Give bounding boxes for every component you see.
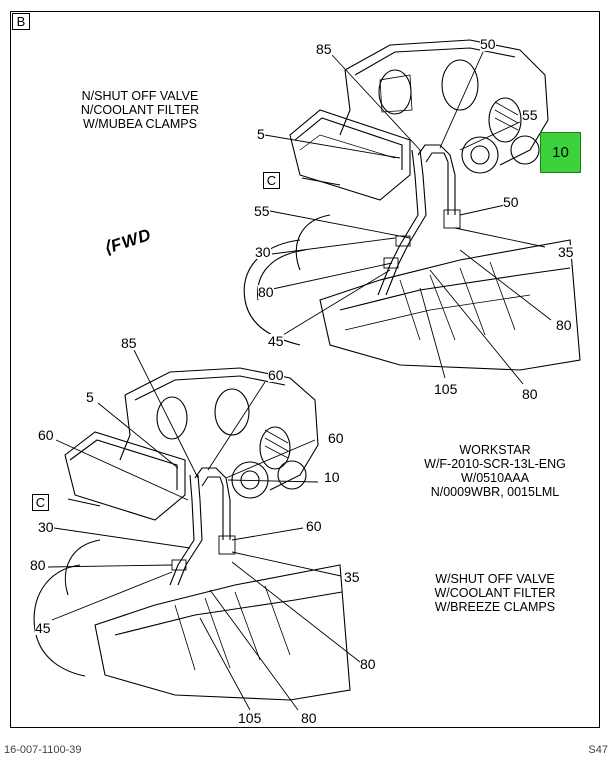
callout-top-80[interactable]: 80 xyxy=(258,284,274,300)
callout-bottom-5[interactable]: 5 xyxy=(86,389,94,405)
bottom-engine-drawing xyxy=(33,367,351,701)
callout-top-30[interactable]: 30 xyxy=(255,244,271,260)
view-reference-top: C xyxy=(263,172,280,189)
callout-top-55[interactable]: 55 xyxy=(522,107,538,123)
note-line: W/0510AAA xyxy=(460,471,530,485)
callout-top-55b[interactable]: 55 xyxy=(254,203,270,219)
page-code: S47 xyxy=(588,744,608,756)
top-engine-drawing xyxy=(243,39,581,371)
callout-bottom-30[interactable]: 30 xyxy=(38,519,54,535)
callout-bottom-105[interactable]: 105 xyxy=(238,710,262,726)
callout-top-50[interactable]: 50 xyxy=(480,36,496,52)
note-line: N/COOLANT FILTER xyxy=(80,103,200,117)
callout-top-50b[interactable]: 50 xyxy=(503,194,519,210)
figure-id: 16-007-1100-39 xyxy=(4,744,82,756)
note-line: N/SHUT OFF VALVE xyxy=(81,89,199,103)
highlighted-callout-10[interactable]: 10 xyxy=(540,132,581,173)
callout-bottom-60[interactable]: 60 xyxy=(268,367,284,383)
callout-top-85[interactable]: 85 xyxy=(316,41,332,57)
callout-bottom-80b[interactable]: 80 xyxy=(360,656,376,672)
callout-bottom-45[interactable]: 45 xyxy=(35,620,51,636)
callout-bottom-35[interactable]: 35 xyxy=(344,569,360,585)
view-reference-bottom: C xyxy=(32,494,49,511)
diagram-frame xyxy=(10,11,600,728)
top-leader-lines xyxy=(264,51,552,385)
callout-top-35[interactable]: 35 xyxy=(558,244,574,260)
note-line: W/COOLANT FILTER xyxy=(434,586,556,600)
note-line: WORKSTAR xyxy=(459,443,531,457)
note-line: W/BREEZE CLAMPS xyxy=(434,600,556,614)
note-line: W/MUBEA CLAMPS xyxy=(83,117,197,131)
note-workstar-applicability: WORKSTAR W/F-2010-SCR-13L-ENG W/0510AAA … xyxy=(420,443,570,499)
callout-top-80b[interactable]: 80 xyxy=(556,317,572,333)
callout-bottom-80[interactable]: 80 xyxy=(30,557,46,573)
note-top-variant: N/SHUT OFF VALVE N/COOLANT FILTER W/MUBE… xyxy=(60,89,220,131)
callout-top-45[interactable]: 45 xyxy=(268,333,284,349)
callout-bottom-60c[interactable]: 60 xyxy=(328,430,344,446)
callout-bottom-60b[interactable]: 60 xyxy=(38,427,54,443)
callout-top-5[interactable]: 5 xyxy=(257,126,265,142)
section-label: B xyxy=(12,13,30,30)
callout-bottom-85[interactable]: 85 xyxy=(121,335,137,351)
bottom-leader-lines xyxy=(47,349,361,711)
note-line: W/SHUT OFF VALVE xyxy=(435,572,555,586)
callout-top-105[interactable]: 105 xyxy=(434,381,458,397)
callout-bottom-60d[interactable]: 60 xyxy=(306,518,322,534)
callout-bottom-10[interactable]: 10 xyxy=(324,469,340,485)
note-line: N/0009WBR, 0015LML xyxy=(430,485,560,499)
callout-bottom-80c[interactable]: 80 xyxy=(301,710,317,726)
note-bottom-variant: W/SHUT OFF VALVE W/COOLANT FILTER W/BREE… xyxy=(410,572,580,614)
callout-top-80c[interactable]: 80 xyxy=(522,386,538,402)
note-line: W/F-2010-SCR-13L-ENG xyxy=(424,457,566,471)
